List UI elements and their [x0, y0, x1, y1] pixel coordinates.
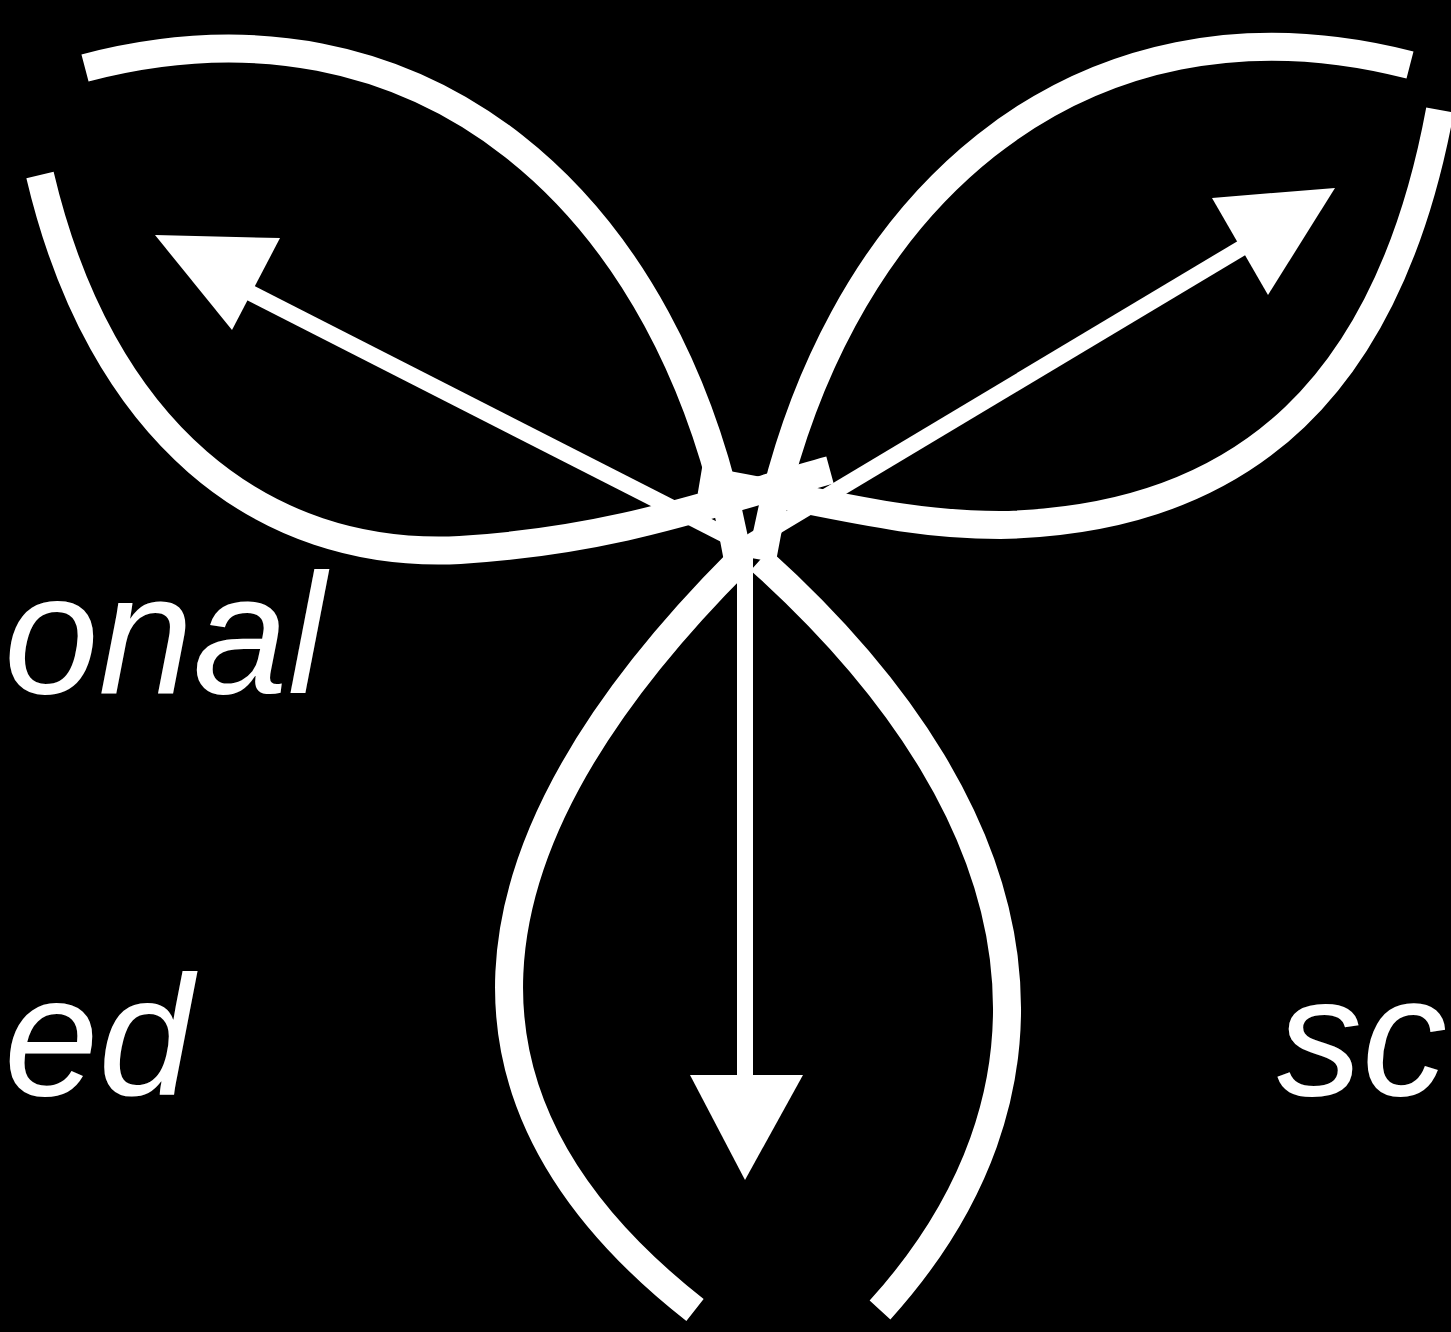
side-label: onal [4, 549, 325, 719]
arrow-head [690, 1075, 803, 1180]
arrows [155, 188, 1335, 1180]
side-label: ed [4, 951, 193, 1121]
leaf-curve [700, 110, 1440, 525]
arrow-head [1212, 188, 1335, 295]
side-label: sc [1277, 951, 1447, 1121]
leaf-curve [509, 560, 740, 1310]
arrow-head [155, 235, 280, 330]
leaf-curve [760, 560, 1007, 1310]
arrow-shaft [737, 545, 753, 1100]
arrow-shaft [235, 285, 745, 545]
arrow-shaft [745, 240, 1255, 545]
